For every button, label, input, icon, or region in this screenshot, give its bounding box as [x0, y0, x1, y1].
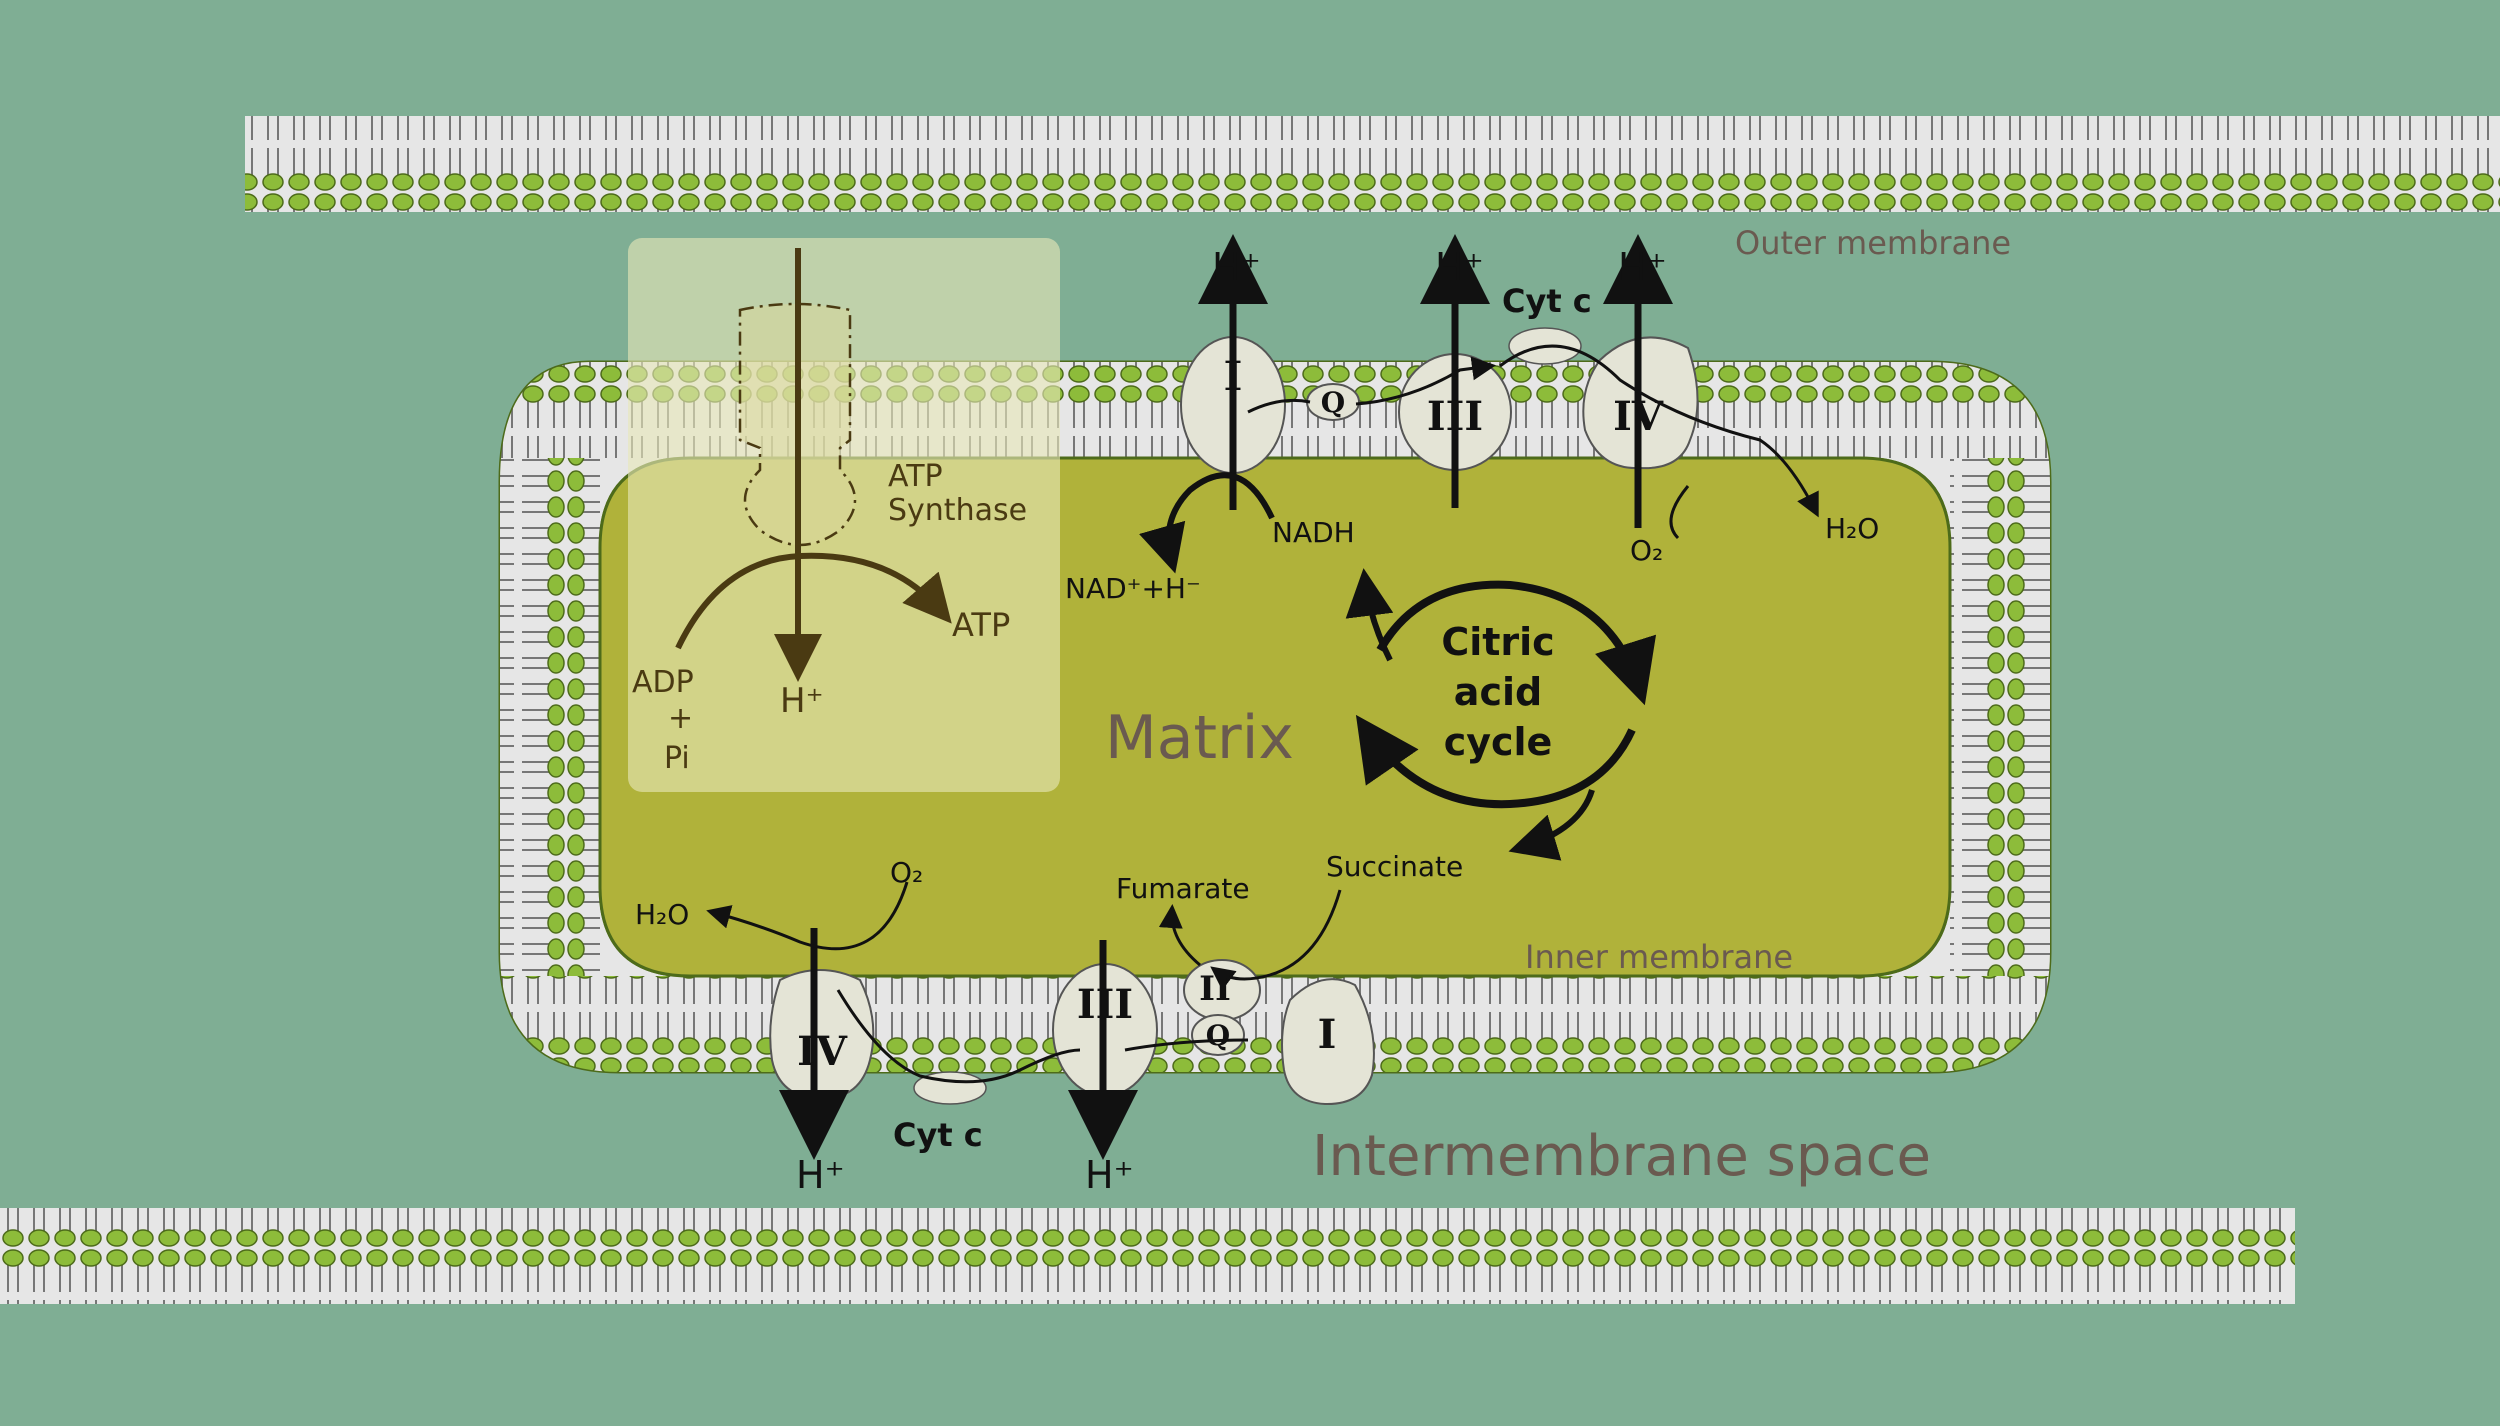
matrix-label: Matrix	[1105, 703, 1294, 773]
q-bottom-label: Q	[1206, 1019, 1230, 1052]
atp-label: ATP	[952, 606, 1010, 644]
h-plus-bottom-1: H⁺	[796, 1153, 845, 1197]
h-plus-bottom-2: H⁺	[1085, 1153, 1134, 1197]
outer-membrane-bottom	[0, 1208, 2295, 1304]
citric-label-1: Citric	[1441, 620, 1554, 664]
complex-iv-bottom	[769, 969, 875, 1100]
h-plus-top-3: H⁺	[1618, 245, 1667, 289]
q-bottom	[1191, 1014, 1245, 1056]
citric-acid-cycle-arrows	[1345, 568, 1657, 861]
adp-plus-label: +	[668, 701, 693, 736]
complex-iv-bottom-label: IV	[797, 1028, 848, 1075]
h2o-top-label: H₂O	[1825, 512, 1879, 545]
complex-iv-top-label: IV	[1613, 393, 1664, 440]
outer-membrane-label: Outer membrane	[1735, 224, 2011, 262]
citric-label-3: cycle	[1444, 720, 1553, 764]
h-plus-top-2: H⁺	[1435, 245, 1484, 289]
pi-label: Pi	[664, 741, 690, 776]
succinate-label: Succinate	[1326, 850, 1463, 883]
cyt-c-bottom-label: Cyt c	[893, 1116, 983, 1154]
intermembrane-space-label: Intermembrane space	[1312, 1124, 1931, 1189]
complex-i-top-label: I	[1224, 353, 1243, 400]
complex-iii-top-label: III	[1427, 393, 1483, 440]
complex-i-bottom	[1281, 978, 1375, 1106]
complex-ii-bottom-label: II	[1199, 969, 1231, 1009]
outer-membrane-top	[245, 116, 2500, 212]
cyt-c-top-label: Cyt c	[1502, 282, 1592, 320]
h-plus-top-1: H⁺	[1212, 245, 1261, 289]
o2-bottom-label: O₂	[890, 856, 923, 889]
nad-label: NAD⁺+H⁻	[1065, 572, 1201, 605]
complex-iii-bottom-label: III	[1077, 981, 1133, 1028]
atp-synthase-label-1: ATP	[888, 459, 943, 494]
o2-top-label: O₂	[1630, 534, 1663, 567]
fumarate-label: Fumarate	[1116, 872, 1250, 905]
h2o-bottom-label: H₂O	[635, 898, 689, 931]
reaction-arrows	[706, 344, 1819, 1084]
citric-label-2: acid	[1454, 670, 1542, 714]
atp-synthase	[628, 238, 1060, 792]
inner-membrane-label: Inner membrane	[1525, 938, 1793, 976]
proton-arrows	[779, 234, 1673, 1160]
nadh-label: NADH	[1272, 516, 1355, 549]
q-top-label: Q	[1321, 386, 1345, 419]
atp-synthase-h-plus-label: H⁺	[780, 681, 824, 721]
complex-i-bottom-label: I	[1318, 1011, 1337, 1058]
adp-label: ADP	[632, 665, 694, 700]
atp-synthase-label-2: Synthase	[888, 493, 1027, 528]
